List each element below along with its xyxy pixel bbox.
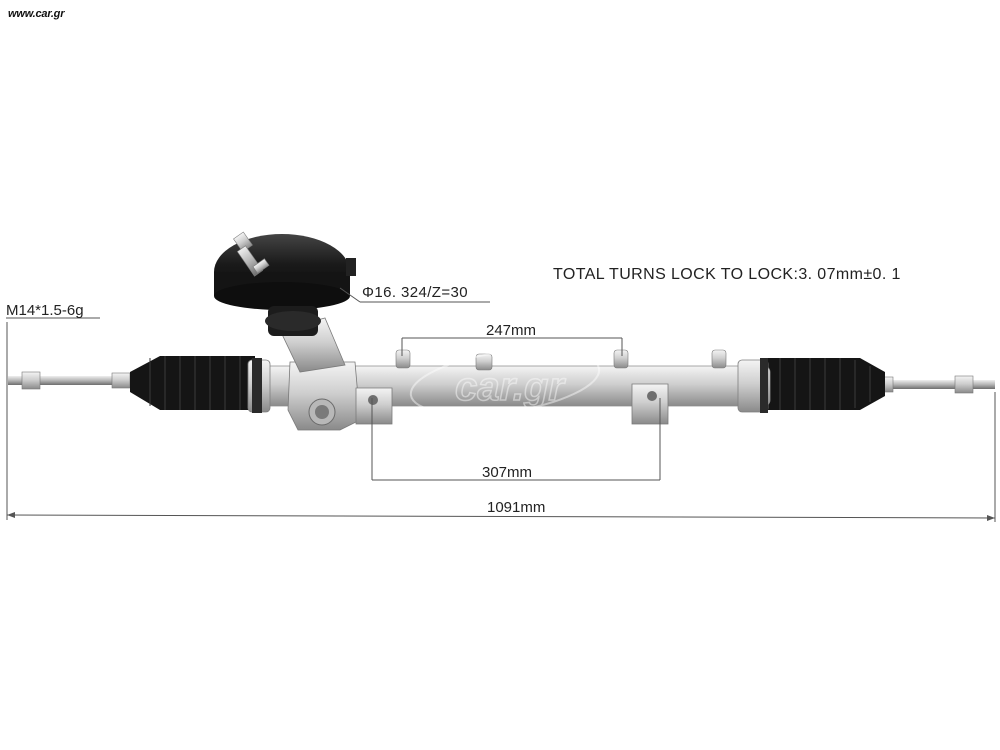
dimension-mount-outer: 307mm bbox=[482, 464, 533, 481]
svg-text:car.gr: car.gr bbox=[455, 365, 566, 409]
thread-spec: M14*1.5-6g bbox=[6, 302, 84, 319]
left-tie-rod-end bbox=[111, 372, 131, 389]
right-tie-rod-nut bbox=[954, 375, 974, 394]
motor-cover bbox=[214, 234, 356, 336]
left-boot bbox=[130, 356, 255, 410]
left-tie-rod-nut bbox=[21, 371, 41, 390]
top-lug-right bbox=[613, 349, 629, 369]
left-mount-bracket bbox=[355, 387, 393, 425]
input-shaft bbox=[233, 231, 270, 277]
top-lug-far-right bbox=[711, 349, 727, 369]
top-lug-center bbox=[475, 353, 493, 371]
pinion-spec: Φ16. 324/Z=30 bbox=[362, 284, 468, 301]
dimension-overall-length: 1091mm bbox=[487, 499, 546, 516]
dimension-lines bbox=[6, 287, 996, 522]
right-mount-bracket bbox=[631, 383, 669, 425]
right-boot bbox=[768, 358, 885, 410]
watermark-site: www.car.gr bbox=[8, 8, 65, 20]
dimension-mount-inner: 247mm bbox=[486, 322, 537, 339]
right-tie-rod bbox=[868, 380, 995, 389]
pinion-housing bbox=[287, 361, 361, 431]
right-boot-clamp bbox=[760, 358, 768, 413]
lock-to-lock-spec: TOTAL TURNS LOCK TO LOCK:3. 07mm±0. 1 bbox=[553, 266, 901, 283]
top-lug-left bbox=[395, 349, 411, 369]
left-tie-rod bbox=[8, 376, 133, 385]
left-boot-clamp bbox=[252, 358, 262, 413]
watermark-logo: car.gr bbox=[409, 348, 601, 416]
